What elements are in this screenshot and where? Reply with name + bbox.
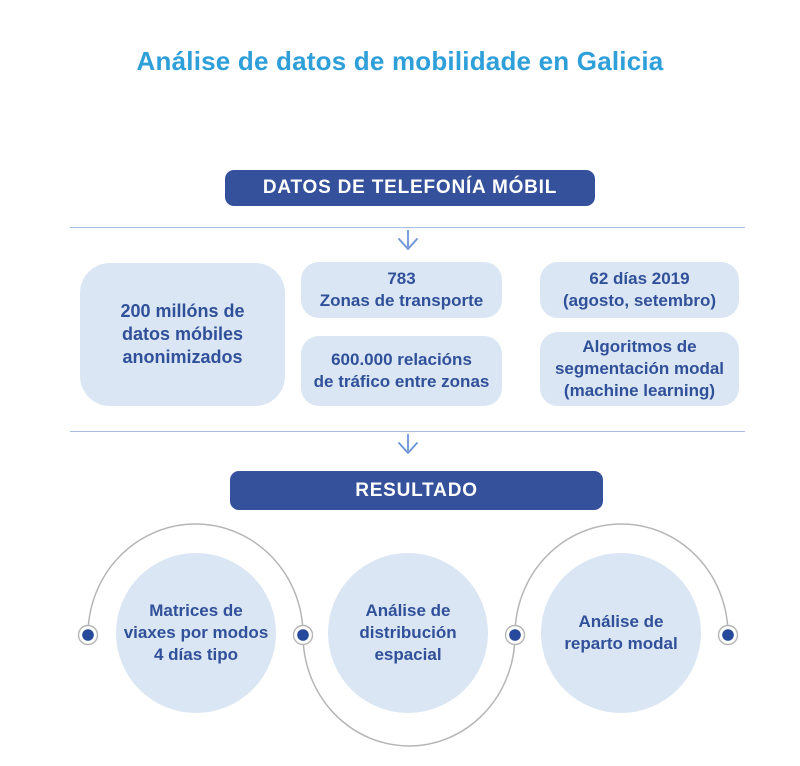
result-circle-trip-matrices: Matrices de viaxes por modos 4 días tipo <box>116 553 276 713</box>
data-box-line: (agosto, setembro) <box>562 291 717 310</box>
wave-node-dot <box>77 624 99 646</box>
page-title: Análise de datos de mobilidade en Galici… <box>136 46 664 76</box>
result-circle-line: Análise de <box>578 611 664 631</box>
source-banner-label: DATOS DE TELEFONÍA MÓBIL <box>262 177 558 198</box>
data-box-days: 62 días 2019 (agosto, setembro) <box>540 262 739 318</box>
process-wave <box>77 523 739 747</box>
result-banner-label: RESULTADO <box>355 479 478 501</box>
result-circle-modal-split: Análise de reparto modal <box>541 553 701 713</box>
result-banner: RESULTADO <box>230 471 603 510</box>
result-circle-line: distribución <box>359 622 457 642</box>
result-circle-line: 4 días tipo <box>153 645 239 665</box>
data-box-line: anonimizados <box>122 347 243 368</box>
data-box-line: 783 <box>387 269 416 289</box>
down-arrow-icon <box>398 230 418 250</box>
data-box-algorithms: Algoritmos de segmentación modal (machin… <box>540 332 739 406</box>
result-circle-line: reparto modal <box>564 634 678 653</box>
data-box-line: Algoritmos de <box>582 337 697 357</box>
result-circle-line: Análise de <box>365 600 451 620</box>
down-arrow-icon <box>398 434 418 454</box>
result-circle-line: viaxes por modos <box>123 622 269 642</box>
result-circle-line: espacial <box>374 645 442 665</box>
data-box-line: (machine learning) <box>563 380 716 400</box>
data-box-line: datos móbiles <box>121 323 244 344</box>
wave-arc-line <box>87 523 729 747</box>
source-banner: DATOS DE TELEFONÍA MÓBIL <box>225 170 595 206</box>
divider-line-top <box>70 227 745 228</box>
data-box-line: de tráfico entre zonas <box>313 372 490 391</box>
result-circle-line: Matrices de <box>149 600 243 620</box>
wave-node-dot <box>292 624 314 646</box>
data-box-line: 200 millóns de <box>120 300 245 321</box>
data-box-traffic-relations: 600.000 relacións de tráfico entre zonas <box>301 336 502 406</box>
wave-node-dot <box>504 624 526 646</box>
data-box-line: 62 días 2019 <box>589 269 690 289</box>
data-box-mobile-data: 200 millóns de datos móbiles anonimizado… <box>80 263 285 406</box>
data-box-transport-zones: 783 Zonas de transporte <box>301 262 502 318</box>
data-box-line: segmentación modal <box>554 359 725 379</box>
divider-line-bottom <box>70 431 745 432</box>
data-box-line: 600.000 relacións <box>331 350 472 370</box>
result-circle-spatial-distribution: Análise de distribución espacial <box>328 553 488 713</box>
data-box-line: Zonas de transporte <box>319 291 484 310</box>
wave-node-dot <box>717 624 739 646</box>
